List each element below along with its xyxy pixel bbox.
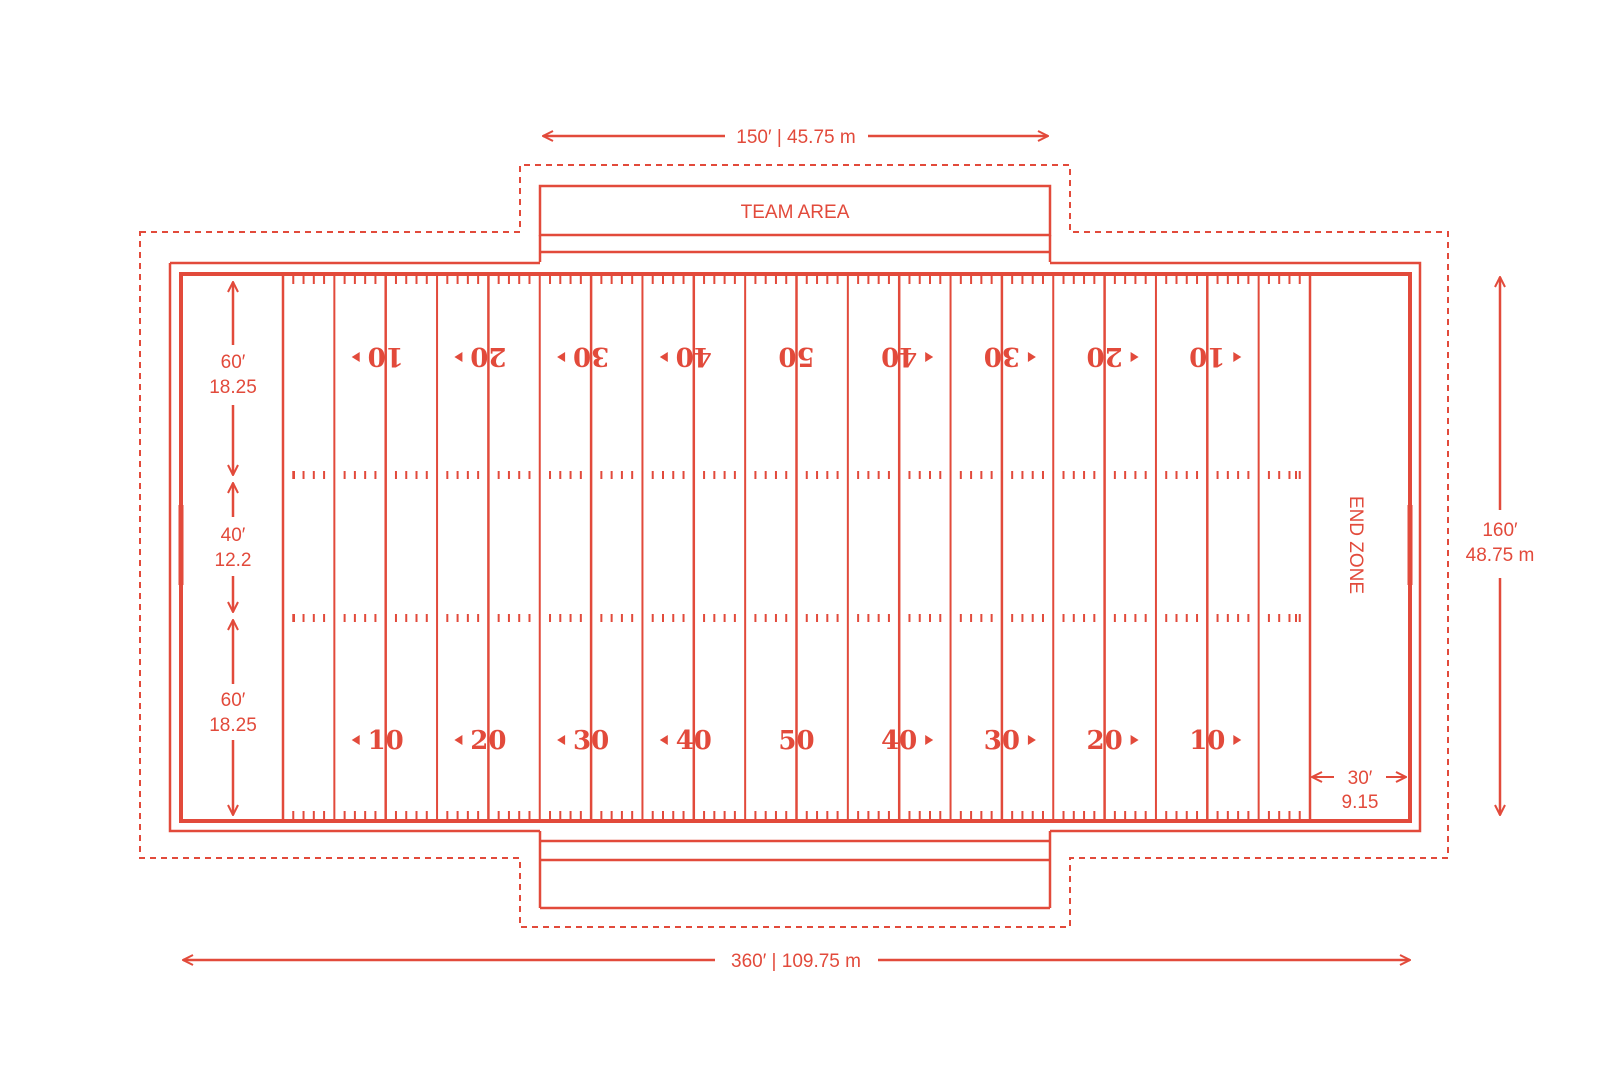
direction-arrow xyxy=(351,735,360,745)
upper-zone-dimension: 60′ 18.25 xyxy=(209,282,257,475)
yard-number: 20 xyxy=(470,341,506,371)
lower-zone-m: 18.25 xyxy=(209,715,257,736)
direction-arrow xyxy=(557,352,566,362)
yard-number: 40 xyxy=(676,726,712,756)
direction-arrow xyxy=(925,735,934,745)
middle-zone-m: 12.2 xyxy=(215,550,252,571)
top-yard-numbers: 10 20 30 40 50 40 30 20 10 xyxy=(351,341,1242,371)
yard-number: 40 xyxy=(881,726,917,756)
field-width-m: 48.75 m xyxy=(1466,545,1535,566)
end-zone-depth-m: 9.15 xyxy=(1342,792,1379,813)
outer-dashed-boundary xyxy=(139,164,1449,928)
direction-arrow xyxy=(351,352,360,362)
yard-lines xyxy=(281,276,1312,819)
yard-number: 30 xyxy=(984,341,1020,371)
yard-number: 10 xyxy=(1189,341,1225,371)
upper-zone-m: 18.25 xyxy=(209,377,257,398)
team-area-width-dimension: 150′ | 45.75 m xyxy=(543,127,1048,148)
end-zone-depth-dimension: 30′ 9.15 xyxy=(1312,768,1406,813)
direction-arrow xyxy=(1233,352,1242,362)
direction-arrow xyxy=(925,352,934,362)
team-area-width-label: 150′ | 45.75 m xyxy=(736,127,855,148)
direction-arrow xyxy=(1027,735,1036,745)
upper-zone-ft: 60′ xyxy=(221,352,246,373)
yard-number: 20 xyxy=(470,726,506,756)
direction-arrow xyxy=(454,735,463,745)
yard-number: 30 xyxy=(573,341,609,371)
yard-number: 40 xyxy=(881,341,917,371)
yard-number: 10 xyxy=(368,726,404,756)
field-outer-border xyxy=(168,261,1422,833)
yard-number: 20 xyxy=(1087,341,1123,371)
direction-arrow xyxy=(1233,735,1242,745)
yard-number: 10 xyxy=(368,341,404,371)
direction-arrow xyxy=(557,735,566,745)
yard-number: 50 xyxy=(778,726,814,756)
yard-number: 40 xyxy=(676,341,712,371)
team-area-bottom xyxy=(538,831,1052,910)
end-zone-depth-ft: 30′ xyxy=(1348,768,1373,789)
yard-number: 30 xyxy=(573,726,609,756)
yard-number: 20 xyxy=(1087,726,1123,756)
direction-arrow xyxy=(1130,735,1139,745)
field-length-dimension: 360′ | 109.75 m xyxy=(183,951,1410,972)
field-width-ft: 160′ xyxy=(1482,520,1518,541)
team-area-label: TEAM AREA xyxy=(741,202,850,223)
yard-number: 50 xyxy=(778,341,814,371)
bottom-yard-numbers: 10 20 30 40 50 40 30 20 10 xyxy=(351,726,1242,756)
team-area-top xyxy=(538,184,1052,262)
field-length-label: 360′ | 109.75 m xyxy=(731,951,861,972)
lower-zone-dimension: 60′ 18.25 xyxy=(209,620,257,815)
middle-zone-ft: 40′ xyxy=(221,525,246,546)
direction-arrow xyxy=(454,352,463,362)
direction-arrow xyxy=(1130,352,1139,362)
end-zone-label: END ZONE xyxy=(1345,496,1366,594)
middle-zone-dimension: 40′ 12.2 xyxy=(215,483,252,612)
direction-arrow xyxy=(659,735,668,745)
hash-marks xyxy=(292,276,1301,819)
yard-number: 30 xyxy=(984,726,1020,756)
field-width-dimension: 160′ 48.75 m xyxy=(1466,277,1535,815)
yard-number: 10 xyxy=(1189,726,1225,756)
direction-arrow xyxy=(659,352,668,362)
direction-arrow xyxy=(1027,352,1036,362)
lower-zone-ft: 60′ xyxy=(221,690,246,711)
